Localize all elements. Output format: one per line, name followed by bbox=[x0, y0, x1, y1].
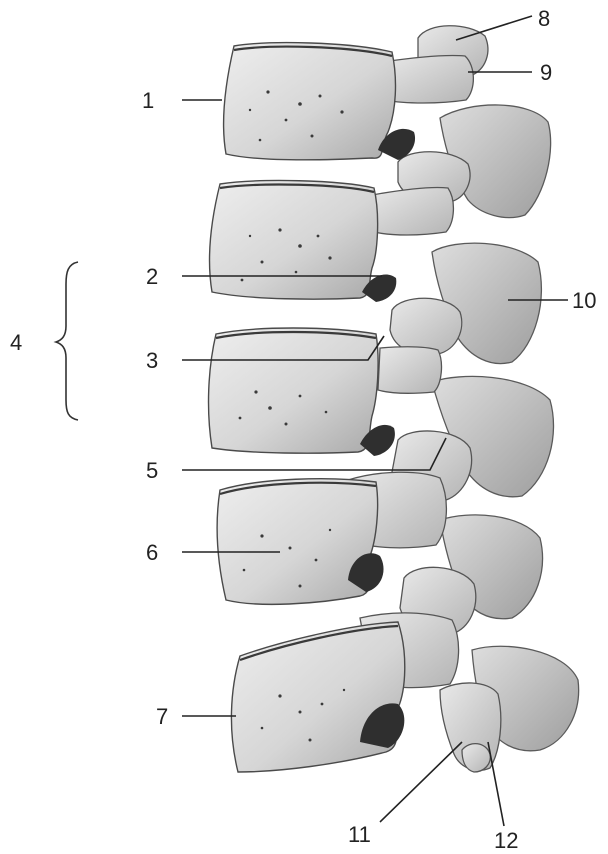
label-8: 8 bbox=[538, 6, 550, 31]
transverse-process-l2 bbox=[372, 187, 453, 235]
vertebral-body-l2 bbox=[210, 181, 378, 300]
label-4: 4 bbox=[10, 330, 22, 355]
label-5: 5 bbox=[146, 458, 158, 483]
label-2: 2 bbox=[146, 264, 158, 289]
label-10: 10 bbox=[572, 288, 596, 313]
leader-11 bbox=[380, 742, 462, 822]
bracket-4 bbox=[56, 262, 78, 420]
vertebral-body-l1 bbox=[224, 43, 396, 160]
vertebral-body-l5 bbox=[231, 622, 404, 772]
label-3: 3 bbox=[146, 348, 158, 373]
vertebral-bodies bbox=[209, 43, 405, 772]
label-9: 9 bbox=[540, 60, 552, 85]
transverse-process-l3 bbox=[378, 347, 441, 394]
articular-facet-l5 bbox=[462, 744, 490, 772]
label-12: 12 bbox=[494, 828, 518, 853]
label-7: 7 bbox=[156, 704, 168, 729]
vertebral-body-l3 bbox=[209, 328, 379, 453]
vertebral-body-l4 bbox=[217, 479, 377, 605]
label-6: 6 bbox=[146, 540, 158, 565]
label-1: 1 bbox=[142, 88, 154, 113]
label-11: 11 bbox=[348, 822, 371, 847]
